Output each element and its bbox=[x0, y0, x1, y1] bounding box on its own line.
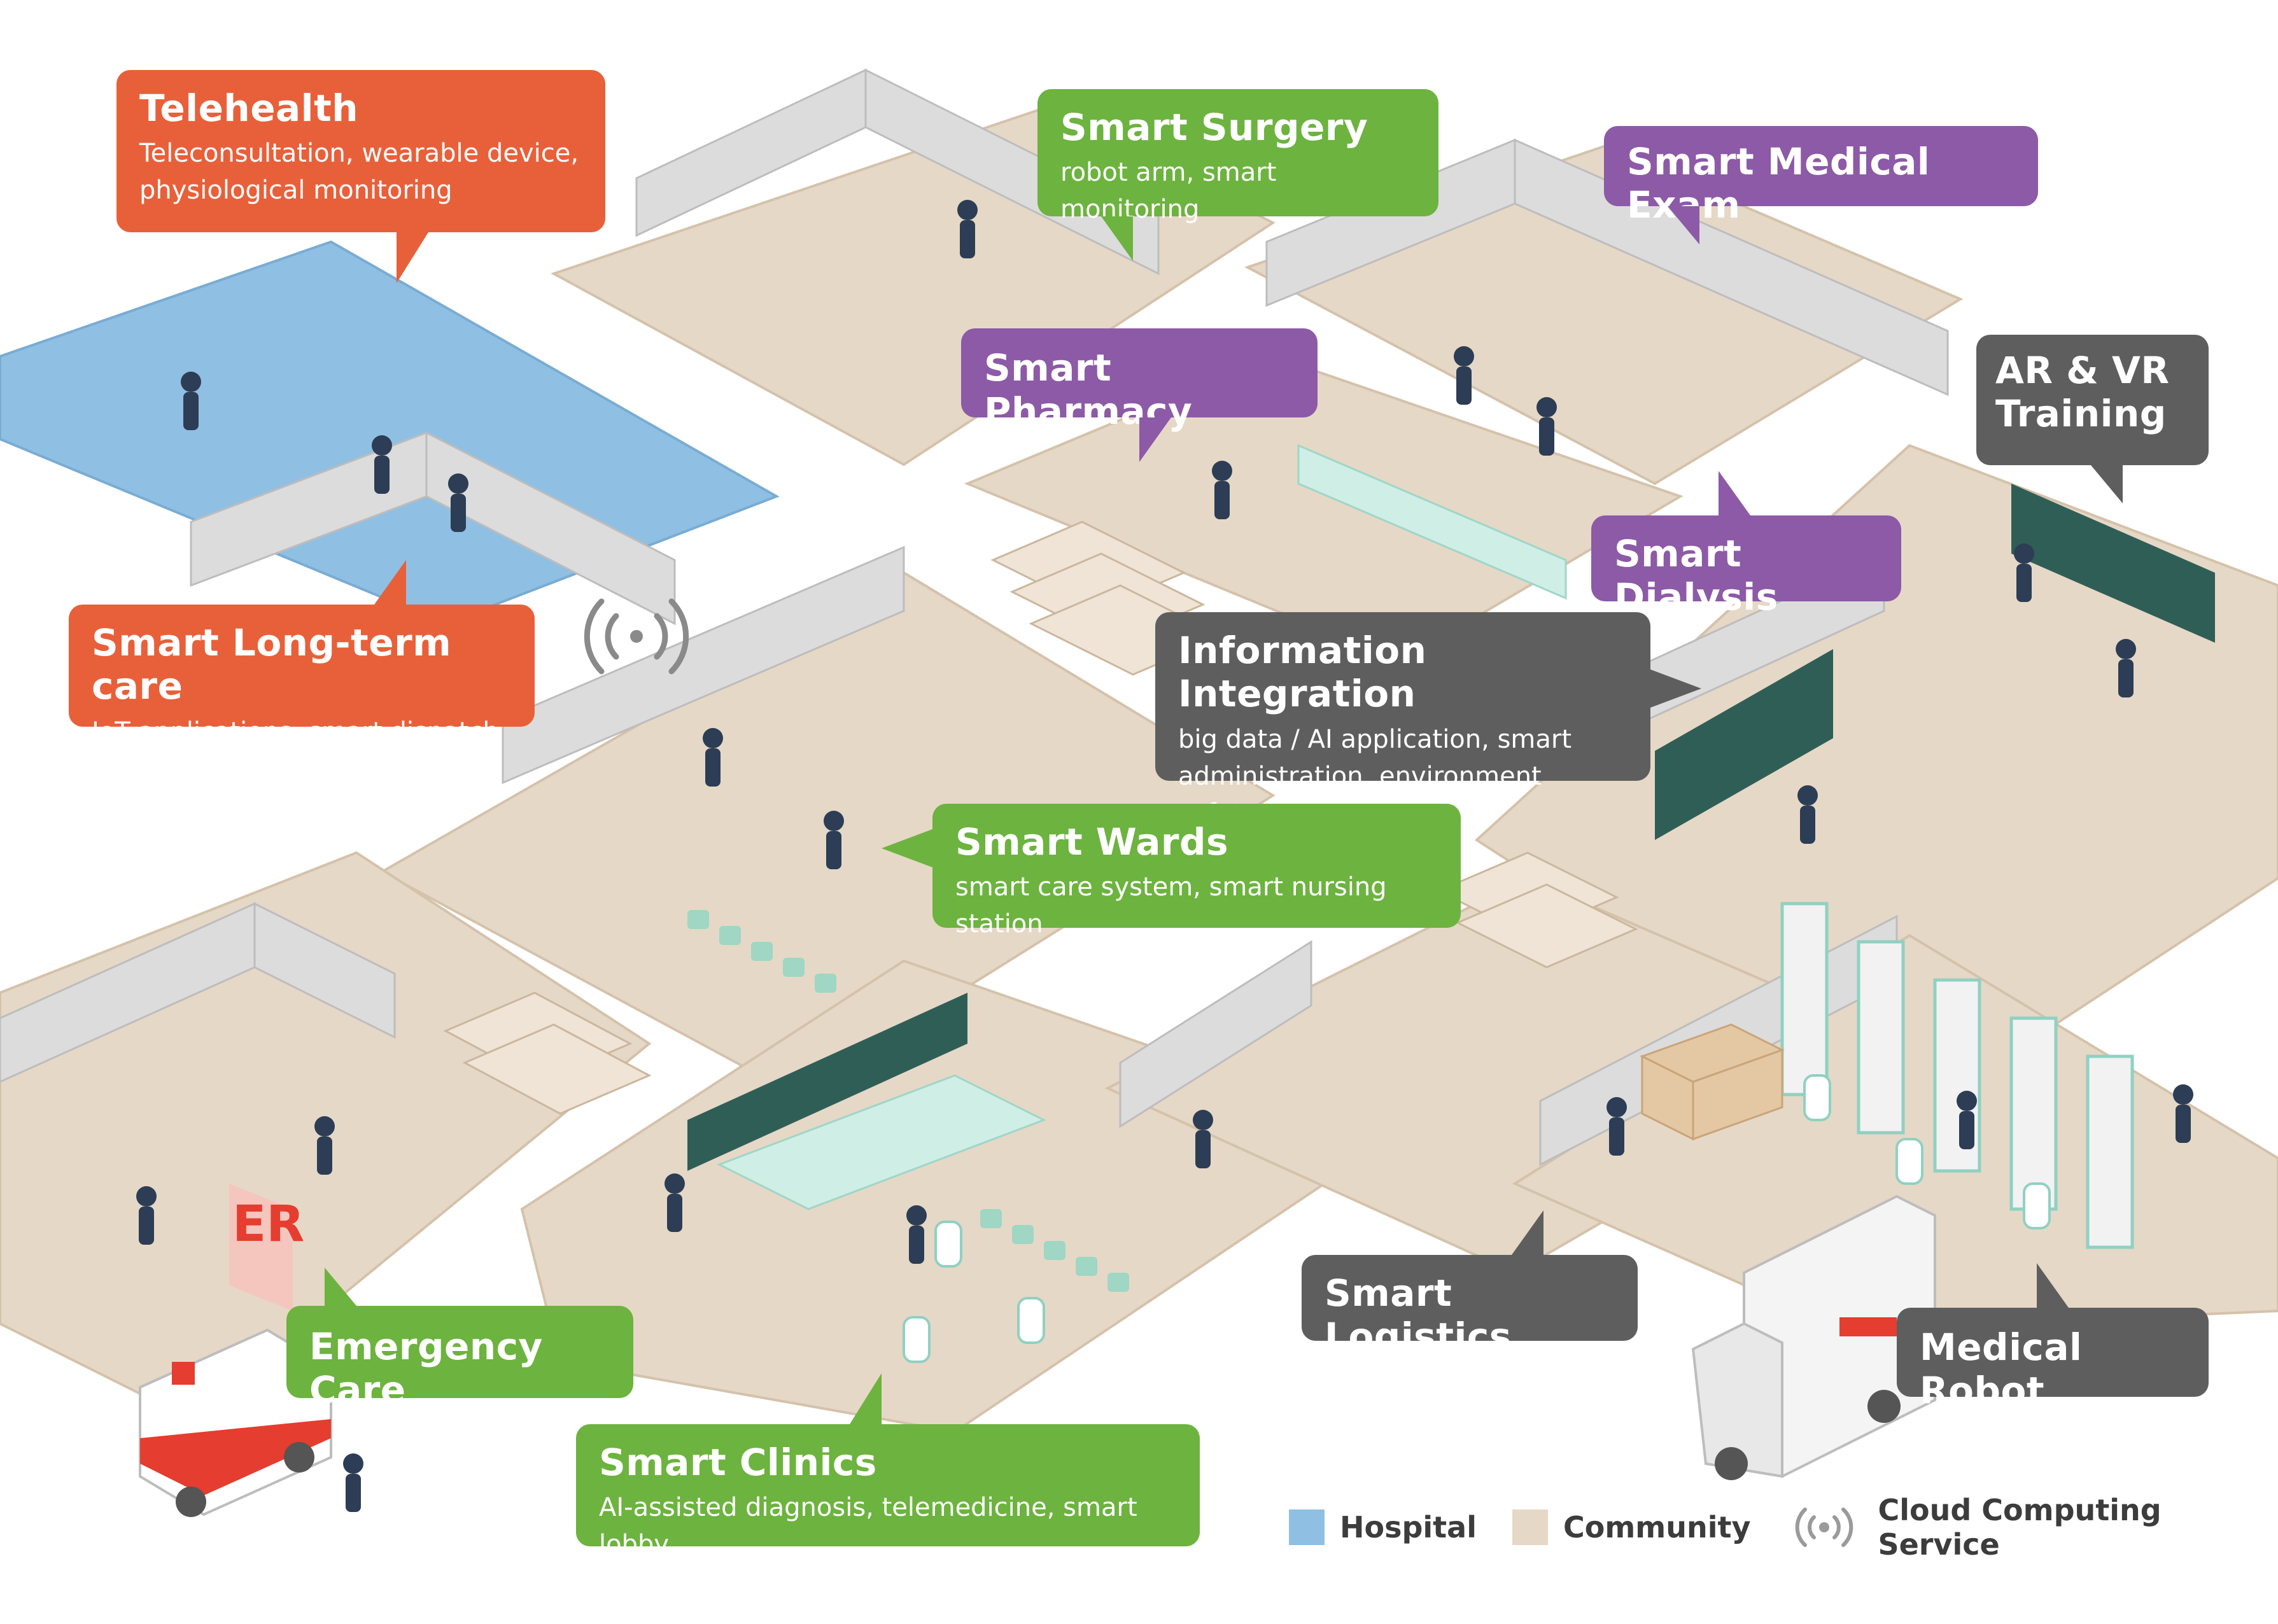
hospital-swatch bbox=[1289, 1509, 1325, 1545]
callout-ar-vr-training: AR & VR Training bbox=[1976, 335, 2209, 503]
callout-title: Training bbox=[1995, 392, 2167, 436]
callout-tail bbox=[397, 232, 454, 283]
callout-tail bbox=[831, 1373, 882, 1424]
callout-information-integration: Information Integration big data / AI ap… bbox=[1155, 612, 1701, 828]
callout-tail bbox=[1493, 1210, 1543, 1255]
callout-subtitle: smart care system, smart nursing station bbox=[955, 872, 1387, 939]
legend: Hospital Community Cloud Computing Servi… bbox=[1289, 1493, 2278, 1562]
callout-tail bbox=[1650, 669, 1701, 708]
callout-title: Smart Pharmacy bbox=[984, 346, 1193, 433]
callout-tail bbox=[1649, 206, 1699, 244]
cloud-signal-icon bbox=[584, 598, 689, 675]
callout-title: Smart Surgery bbox=[1060, 106, 1368, 149]
callout-title: Smart Long-term care bbox=[92, 621, 452, 708]
legend-item-hospital: Hospital bbox=[1289, 1509, 1477, 1545]
callout-telehealth: Telehealth Teleconsultation, wearable de… bbox=[116, 70, 605, 283]
er-sign: ER bbox=[229, 1184, 304, 1311]
callout-title: Medical Robot bbox=[1920, 1326, 2083, 1413]
people bbox=[136, 200, 2193, 1512]
callout-subtitle: Teleconsultation, wearable device, bbox=[139, 139, 579, 169]
robots bbox=[903, 1074, 2051, 1363]
callout-smart-long-term-care: Smart Long-term care IoT applications, s… bbox=[69, 560, 535, 746]
callout-emergency-care: Emergency Care bbox=[286, 1268, 633, 1411]
callout-tail bbox=[1719, 471, 1769, 515]
callout-title: Emergency Care bbox=[309, 1325, 543, 1412]
wifi-signal-icon bbox=[1786, 1507, 1862, 1548]
callout-smart-surgery: Smart Surgery robot arm, smart monitorin… bbox=[1037, 89, 1438, 261]
waiting-chairs bbox=[687, 910, 1129, 1292]
svg-text:ER: ER bbox=[232, 1196, 304, 1253]
callout-tail bbox=[1082, 216, 1133, 261]
callout-subtitle: AI-assisted diagnosis, telemedicine, sma… bbox=[599, 1493, 1137, 1560]
callout-title: Information Integration bbox=[1178, 629, 1427, 716]
callout-smart-clinics: Smart Clinics AI-assisted diagnosis, tel… bbox=[576, 1373, 1200, 1559]
callout-title: Smart Logistics bbox=[1325, 1271, 1512, 1359]
cargo-boxes bbox=[1640, 1023, 1785, 1141]
callout-title: Telehealth bbox=[139, 87, 359, 130]
callout-smart-pharmacy: Smart Pharmacy bbox=[961, 328, 1318, 462]
callout-tail bbox=[2037, 1263, 2088, 1308]
callout-title: Smart Clinics bbox=[599, 1441, 877, 1484]
callout-subtitle: physiological monitoring bbox=[139, 176, 453, 206]
callout-smart-medical-exam: Smart Medical Exam bbox=[1604, 126, 2038, 244]
callout-tail bbox=[355, 560, 406, 605]
legend-label: Community bbox=[1563, 1510, 1751, 1544]
callout-title: AR & VR bbox=[1995, 349, 2170, 392]
callout-medical-robot: Medical Robot bbox=[1897, 1263, 2209, 1412]
legend-label: Cloud Computing Service bbox=[1878, 1493, 2162, 1562]
display-screens bbox=[687, 484, 2215, 1171]
callout-tail bbox=[1139, 417, 1190, 462]
community-swatch bbox=[1512, 1509, 1548, 1545]
callout-subtitle: big data / AI application, smart bbox=[1178, 724, 1572, 754]
callout-tail bbox=[2072, 465, 2123, 503]
legend-item-community: Community bbox=[1512, 1509, 1750, 1545]
counters bbox=[717, 444, 1567, 1210]
storage-shelves bbox=[1780, 902, 2134, 1249]
callout-title: Smart Wards bbox=[955, 820, 1229, 864]
callout-title: Smart Dialysis bbox=[1614, 532, 1778, 619]
callout-smart-wards: Smart Wards smart care system, smart nur… bbox=[882, 804, 1461, 939]
callout-subtitle: IoT applications, smart dispatch bbox=[92, 717, 499, 746]
truck-illustration bbox=[1691, 1194, 1936, 1480]
callout-tail bbox=[882, 829, 932, 867]
legend-item-cloud: Cloud Computing Service bbox=[1786, 1493, 2260, 1562]
callout-smart-dialysis: Smart Dialysis bbox=[1591, 471, 1901, 619]
callout-tail bbox=[325, 1268, 376, 1306]
callout-smart-logistics: Smart Logistics bbox=[1302, 1210, 1638, 1358]
legend-label: Hospital bbox=[1340, 1510, 1477, 1544]
ambulance-illustration bbox=[139, 1328, 332, 1517]
